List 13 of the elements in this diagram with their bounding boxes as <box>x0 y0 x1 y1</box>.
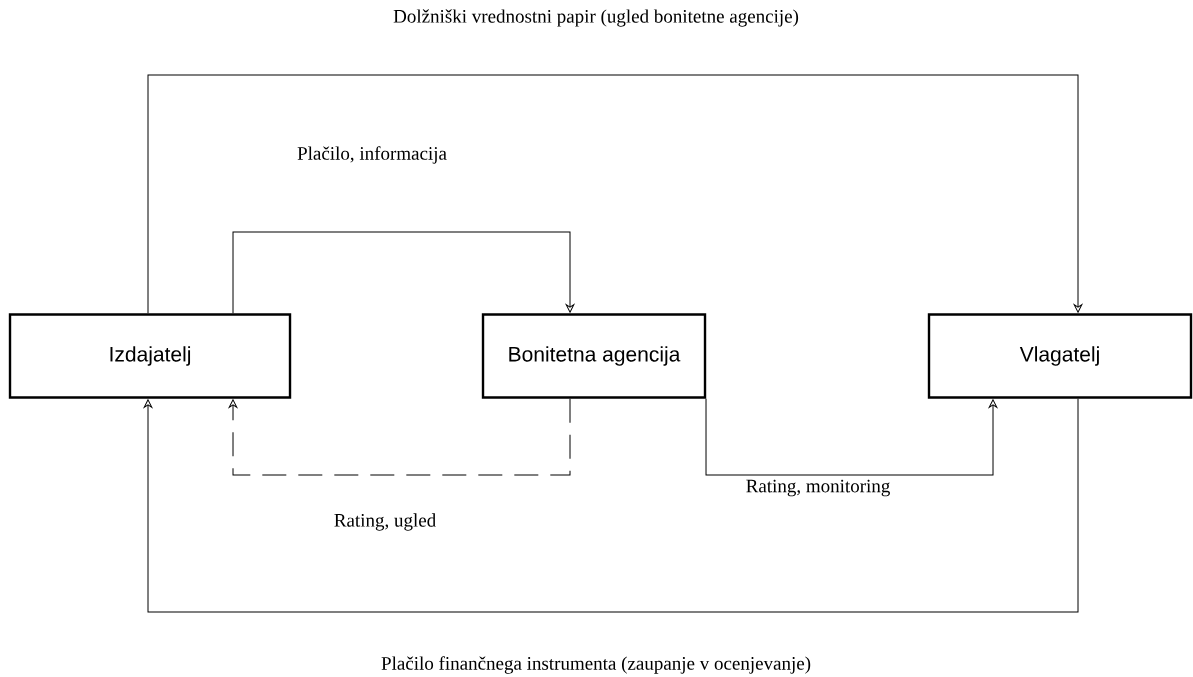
edge-label: Rating, monitoring <box>743 477 893 499</box>
arrow <box>228 398 571 476</box>
arrow <box>232 231 575 314</box>
edge-label: Rating, ugled <box>331 511 439 533</box>
edge-label: Dolžniški vrednostni papir (ugled bonitetne agencije) <box>391 7 801 29</box>
arrow <box>143 398 1079 613</box>
entity-box: Vlagatelj <box>927 313 1193 399</box>
edge-label: Plačilo, informacija <box>295 144 449 166</box>
entity-box: Izdajatelj <box>8 313 292 399</box>
edge-label: Plačilo finančnega instrumenta (zaupanje v ocenjevanje) <box>379 654 813 676</box>
arrow <box>147 74 1083 314</box>
arrow <box>705 398 998 476</box>
entity-box: Bonitetna agencija <box>481 313 707 399</box>
